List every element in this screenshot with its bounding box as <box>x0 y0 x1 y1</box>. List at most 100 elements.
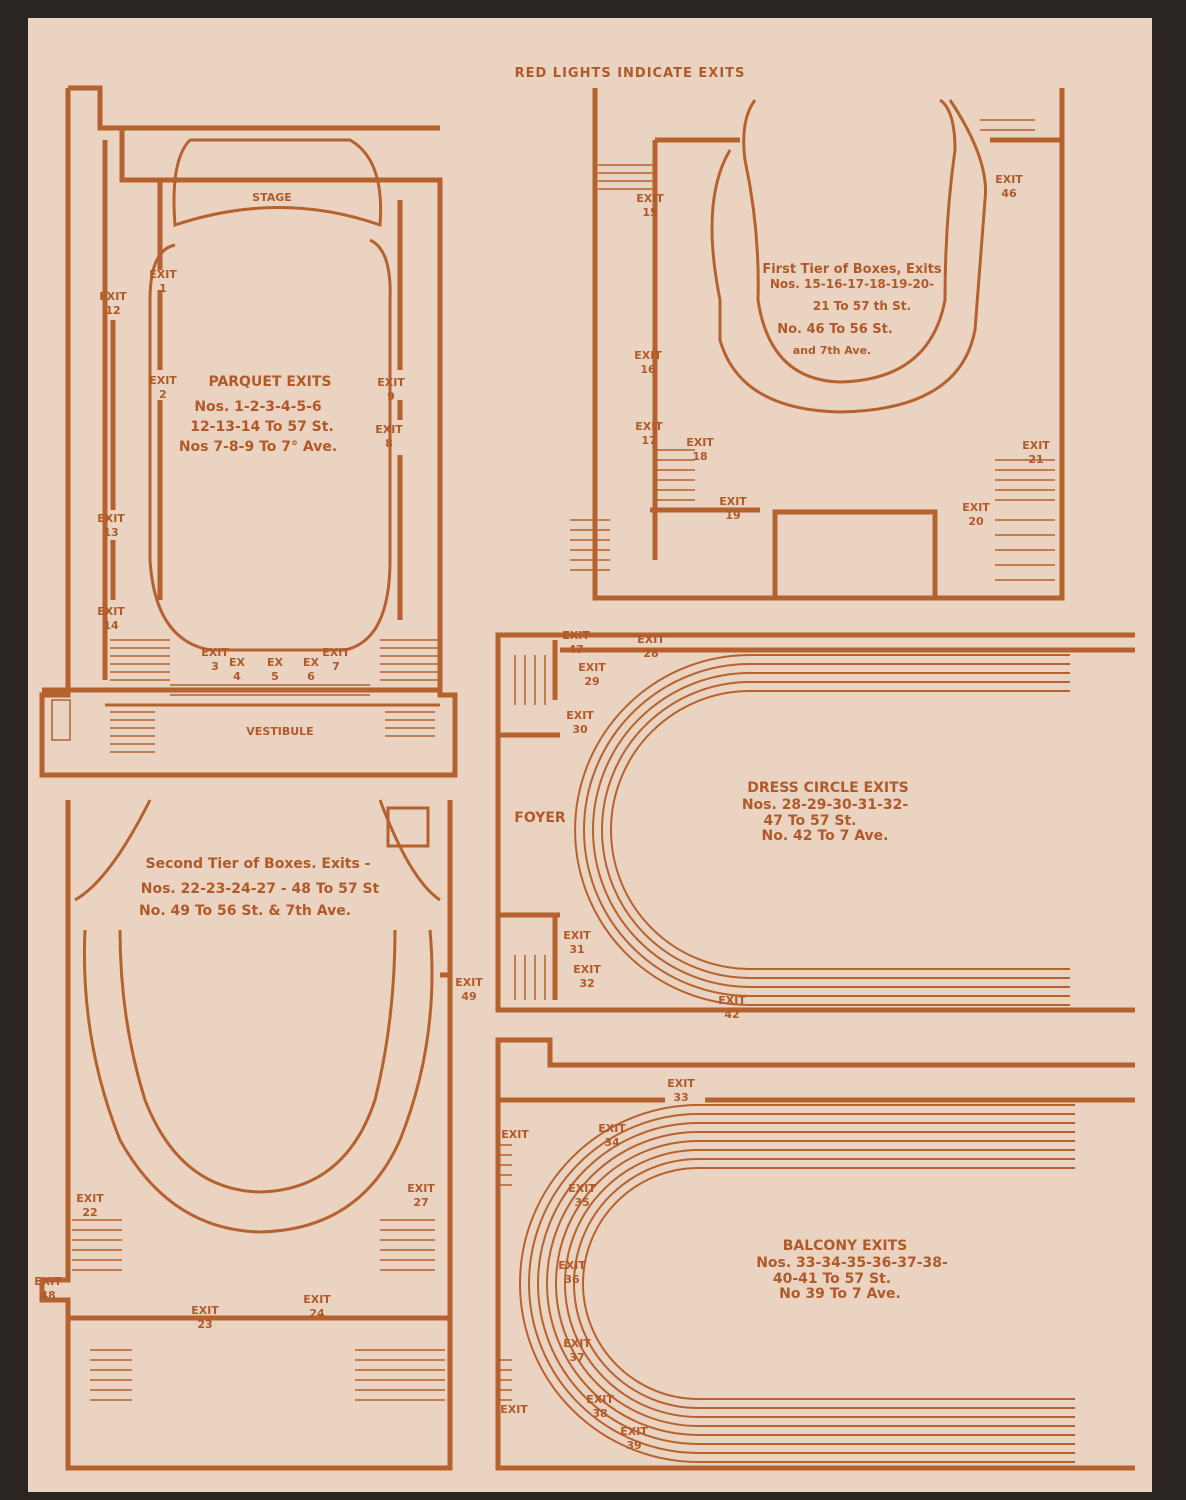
seating-row <box>574 654 1070 1006</box>
stage-label: STAGE <box>252 191 292 204</box>
svg-text:PARQUET EXITS: PARQUET EXITS <box>208 374 331 390</box>
balcony-plan: BALCONY EXITS Nos. 33-34-35-36-37-38- 40… <box>495 1037 1135 1471</box>
exit-word: EXIT <box>455 976 483 989</box>
seating-row <box>582 1167 1075 1400</box>
exit-number: 37 <box>569 1351 584 1364</box>
exit-word: EXIT <box>634 349 662 362</box>
svg-text:BALCONY EXITS: BALCONY EXITS <box>783 1238 908 1254</box>
exit-word: EXIT <box>97 512 125 525</box>
first-tier-caption: First Tier of Boxes, Exits Nos. 15-16-17… <box>762 262 942 357</box>
exit-word: EXIT <box>191 1304 219 1317</box>
seating-row <box>610 690 1070 970</box>
exit-word: EXIT <box>322 646 350 659</box>
foyer-label: FOYER <box>514 810 566 826</box>
exit-word: EXIT <box>635 420 663 433</box>
svg-text:and 7th Ave.: and 7th Ave. <box>793 344 871 357</box>
svg-text:Nos 7-8-9 To 7° Ave.: Nos 7-8-9 To 7° Ave. <box>179 439 337 455</box>
exit-word: EXIT <box>636 192 664 205</box>
svg-text:Nos. 22-23-24-27 - 48 To 57 St: Nos. 22-23-24-27 - 48 To 57 St <box>141 881 380 897</box>
exit-number: 33 <box>673 1091 688 1104</box>
exit-word: EXIT <box>558 1259 586 1272</box>
exit-word: EXIT <box>573 963 601 976</box>
svg-text:Nos. 28-29-30-31-32-: Nos. 28-29-30-31-32- <box>742 797 909 813</box>
exit-number: 27 <box>413 1196 428 1209</box>
exit-number: 42 <box>724 1008 739 1021</box>
parquet-caption: PARQUET EXITS Nos. 1-2-3-4-5-6 12-13-14 … <box>179 374 337 455</box>
exit-number: 8 <box>385 437 393 450</box>
exit-word: EXIT <box>568 1182 596 1195</box>
seating-row <box>555 1140 1075 1427</box>
seating-row <box>583 663 1070 997</box>
exit-number: 1 <box>159 282 167 295</box>
exit-number: 36 <box>564 1273 580 1286</box>
svg-text:No. 42 To 7 Ave.: No. 42 To 7 Ave. <box>762 828 889 844</box>
exit-number: 46 <box>1001 187 1017 200</box>
svg-text:47 To 57 St.: 47 To 57 St. <box>764 813 857 829</box>
exit-word: EXIT <box>578 661 606 674</box>
exit-word: EXIT <box>686 436 714 449</box>
exit-number: 18 <box>692 450 707 463</box>
svg-text:40-41 To 57 St.: 40-41 To 57 St. <box>773 1271 891 1287</box>
seating-row <box>546 1131 1075 1436</box>
exit-number: 19 <box>725 509 740 522</box>
first-tier-plan: First Tier of Boxes, Exits Nos. 15-16-17… <box>570 88 1065 601</box>
seating-row <box>537 1122 1075 1445</box>
exit-word: EXIT <box>303 1293 331 1306</box>
parquet-plan: STAGE VESTIBULE PARQUET EXITS Nos. 1-2-3… <box>39 85 458 778</box>
exit-word: EXIT <box>500 1403 528 1416</box>
page-title: RED LIGHTS INDICATE EXITS <box>515 66 746 81</box>
exit-number: 20 <box>968 515 984 528</box>
second-tier-plan: Second Tier of Boxes. Exits - Nos. 22-23… <box>39 799 453 1471</box>
exit-word: EXIT <box>375 423 403 436</box>
exit-number: 24 <box>309 1307 325 1320</box>
svg-text:Nos. 1-2-3-4-5-6: Nos. 1-2-3-4-5-6 <box>194 399 321 415</box>
exit-word: EXIT <box>407 1182 435 1195</box>
exit-number: 17 <box>641 434 656 447</box>
exit-number: 4 <box>233 670 241 683</box>
exit-number: 12 <box>105 304 120 317</box>
dress-circle-caption: DRESS CIRCLE EXITS Nos. 28-29-30-31-32- … <box>742 780 909 844</box>
svg-text:21 To 57 th St.: 21 To 57 th St. <box>813 299 911 313</box>
svg-text:Nos. 33-34-35-36-37-38-: Nos. 33-34-35-36-37-38- <box>756 1255 948 1271</box>
exit-number: 30 <box>572 723 588 736</box>
exit-word: EX <box>303 656 320 669</box>
vestibule-label: VESTIBULE <box>246 725 313 738</box>
exit-word: EXIT <box>149 268 177 281</box>
seating-row <box>573 1158 1075 1409</box>
svg-text:No. 49 To 56 St. & 7th Ave.: No. 49 To 56 St. & 7th Ave. <box>139 903 351 919</box>
exit-number: 23 <box>197 1318 212 1331</box>
exit-number: 39 <box>626 1439 641 1452</box>
exit-number: 49 <box>461 990 476 1003</box>
seating-row <box>528 1113 1075 1454</box>
exit-word: EXIT <box>637 633 665 646</box>
exit-number: 47 <box>568 643 583 656</box>
svg-text:Second Tier of Boxes. Exits -: Second Tier of Boxes. Exits - <box>145 856 370 872</box>
exit-word: EXIT <box>1022 439 1050 452</box>
exit-labels: EXIT1EXIT12EXIT2EXIT9EXIT8EXIT13EXIT14EX… <box>34 173 1050 1452</box>
exit-number: 14 <box>103 619 119 632</box>
exit-number: 22 <box>82 1206 97 1219</box>
exit-number: 16 <box>640 363 656 376</box>
balcony-caption: BALCONY EXITS Nos. 33-34-35-36-37-38- 40… <box>756 1238 948 1302</box>
exit-word: EXIT <box>962 501 990 514</box>
svg-text:No. 46 To 56 St.: No. 46 To 56 St. <box>777 322 893 337</box>
seating-row <box>564 1149 1075 1418</box>
exit-word: EXIT <box>149 374 177 387</box>
exit-number: 5 <box>271 670 279 683</box>
exit-word: EXIT <box>563 929 591 942</box>
exit-word: EXIT <box>501 1128 529 1141</box>
exit-number: 2 <box>159 388 167 401</box>
exit-number: 6 <box>307 670 315 683</box>
exit-word: EXIT <box>566 709 594 722</box>
exit-word: EXIT <box>719 495 747 508</box>
exit-number: 3 <box>211 660 219 673</box>
exit-number: 34 <box>604 1136 620 1149</box>
seating-row <box>601 681 1070 979</box>
exit-number: 38 <box>592 1407 607 1420</box>
exit-word: EX <box>267 656 284 669</box>
svg-text:Nos. 15-16-17-18-19-20-: Nos. 15-16-17-18-19-20- <box>770 277 934 291</box>
svg-text:No 39 To 7 Ave.: No 39 To 7 Ave. <box>779 1286 901 1302</box>
svg-text:12-13-14 To 57 St.: 12-13-14 To 57 St. <box>190 419 334 435</box>
exit-number: 31 <box>569 943 584 956</box>
exit-word: EXIT <box>34 1275 62 1288</box>
